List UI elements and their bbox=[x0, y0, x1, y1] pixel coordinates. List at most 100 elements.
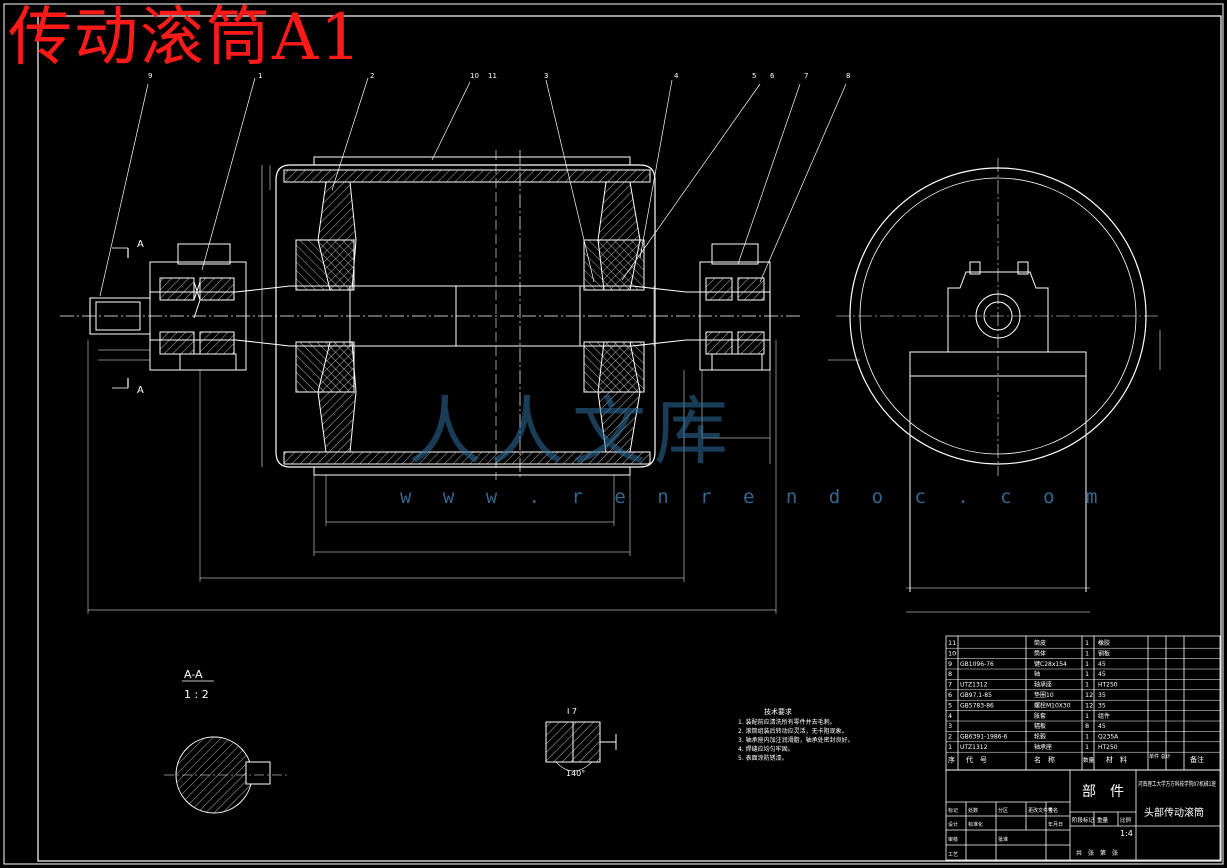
part-name: 筒体 bbox=[1034, 649, 1046, 657]
part-material: 组件 bbox=[1098, 712, 1110, 720]
part-code: UTZ1312 bbox=[960, 744, 988, 751]
tech-req-line: 4. 焊缝应均匀牢固。 bbox=[738, 745, 794, 753]
header-mat: 材 料 bbox=[1106, 755, 1127, 764]
header-name: 名 称 bbox=[1034, 755, 1055, 764]
header-code: 代 号 bbox=[966, 755, 987, 764]
header-qty: 数量 bbox=[1083, 756, 1095, 764]
signature-label: 设计 bbox=[948, 821, 958, 828]
part-name: 胀套 bbox=[1034, 712, 1046, 720]
title-block-school: 河南理工大学万方科技学院07机械1班 bbox=[1138, 780, 1216, 788]
part-material: HT250 bbox=[1098, 744, 1118, 751]
part-name: 垫圈10 bbox=[1034, 691, 1054, 699]
header-weight: 单件 总计 bbox=[1149, 753, 1171, 760]
leader-number: 9 bbox=[148, 72, 152, 80]
part-qty: 1 bbox=[1085, 712, 1089, 720]
detail-i-name: I 7 bbox=[567, 707, 577, 716]
tech-req-title: 技术要求 bbox=[764, 707, 792, 716]
part-code: GB1096-76 bbox=[960, 661, 994, 668]
section-a-a-name: A-A bbox=[184, 668, 203, 681]
part-code: GB6391-1986-6 bbox=[960, 734, 1008, 741]
leader-number: 4 bbox=[674, 72, 679, 80]
tech-req-line: 2. 滚筒组装后转动应灵活，无卡阻现象。 bbox=[738, 727, 848, 735]
title-block-weight-label: 重量 bbox=[1097, 816, 1109, 824]
part-qty: 8 bbox=[1085, 722, 1089, 730]
part-name: 螺栓M10X30 bbox=[1034, 701, 1071, 709]
watermark-url: w w w . r e n r e n d o c . c o m bbox=[400, 486, 1108, 508]
part-no: 3 bbox=[948, 722, 952, 730]
part-name: 轴承座 bbox=[1034, 743, 1052, 751]
side-view bbox=[828, 158, 1161, 613]
signature-label: 工艺 bbox=[948, 852, 958, 858]
signature-label: 标准化 bbox=[968, 821, 983, 828]
title-block-drawing: 头部传动滚筒 bbox=[1144, 806, 1204, 819]
signature-label: 批准 bbox=[998, 836, 1008, 843]
inner-border bbox=[37, 15, 1222, 862]
drawing-title: 传动滚筒A1 bbox=[8, 1, 363, 75]
title-block-sheet: 共 张 第 张 bbox=[1076, 849, 1118, 857]
parts-table bbox=[945, 635, 1221, 861]
part-no: 4 bbox=[948, 712, 952, 720]
part-material: 钢板 bbox=[1098, 649, 1110, 657]
leader-number: 11 bbox=[488, 72, 497, 80]
leader-number: 5 bbox=[752, 72, 756, 80]
tech-req-lines: 1. 装配前应清洗所有零件并去毛刺。2. 滚筒组装后转动应灵活，无卡阻现象。3.… bbox=[738, 718, 854, 762]
part-qty: 1 bbox=[1085, 649, 1089, 657]
leader-number: 1 bbox=[258, 72, 262, 80]
signature-label: 处数 bbox=[968, 807, 978, 814]
title-block-part: 部 件 bbox=[1082, 784, 1124, 800]
leader-number: 6 bbox=[770, 72, 775, 80]
tech-req-line: 1. 装配前应清洗所有零件并去毛刺。 bbox=[738, 718, 836, 726]
section-mark-top: A bbox=[137, 239, 144, 250]
part-qty: 1 bbox=[1085, 660, 1089, 668]
section-a-a-scale: 1 : 2 bbox=[184, 688, 209, 701]
part-no: 9 bbox=[948, 660, 952, 668]
part-no: 10 bbox=[948, 649, 956, 657]
leader-number: 2 bbox=[370, 72, 374, 80]
part-name: 轴 bbox=[1034, 670, 1040, 678]
title-block-scale-label: 比例 bbox=[1120, 816, 1132, 824]
part-no: 8 bbox=[948, 670, 952, 678]
title-block-signature-labels: 标记处数分区更改文件号签名年月日设计标准化审核工艺批准 bbox=[948, 807, 1063, 858]
part-code: UTZ1312 bbox=[960, 682, 988, 689]
part-no: 7 bbox=[948, 681, 952, 689]
leader-number: 7 bbox=[804, 72, 808, 80]
part-qty: 1 bbox=[1085, 639, 1089, 647]
detail-i-angle: 140° bbox=[566, 769, 585, 778]
part-qty: 1 bbox=[1085, 733, 1089, 741]
signature-label: 签名 bbox=[1048, 807, 1058, 814]
main-section-view bbox=[60, 77, 847, 614]
title-block-scale: 1:4 bbox=[1120, 829, 1133, 838]
tech-req-line: 3. 轴承座内加注润滑脂，轴承处密封良好。 bbox=[738, 736, 854, 744]
section-a-a bbox=[164, 680, 290, 814]
part-material: HT250 bbox=[1098, 682, 1118, 689]
part-code: GB97.1-85 bbox=[960, 692, 992, 699]
signature-label: 更改文件号 bbox=[1028, 807, 1053, 814]
table-header-row: 序 代 号 名 称 数量 材 料 单件 总计 备注 bbox=[948, 753, 1204, 764]
leader-number: 8 bbox=[846, 72, 850, 80]
part-material: 45 bbox=[1098, 661, 1106, 668]
part-qty: 1 bbox=[1085, 681, 1089, 689]
watermark-logo-text: 人人文库 bbox=[408, 389, 736, 475]
part-no: 5 bbox=[948, 701, 952, 709]
part-material: 35 bbox=[1098, 692, 1106, 699]
outer-border bbox=[3, 3, 1224, 865]
tech-req-line: 5. 表面涂防锈漆。 bbox=[738, 754, 788, 762]
part-name: 轴承座 bbox=[1034, 681, 1052, 689]
part-material: 35 bbox=[1098, 702, 1106, 709]
part-qty: 12 bbox=[1085, 691, 1093, 699]
signature-label: 标记 bbox=[948, 807, 958, 814]
signature-label: 分区 bbox=[998, 807, 1008, 814]
part-material: 45 bbox=[1098, 723, 1106, 730]
leader-number: 10 bbox=[470, 72, 479, 80]
part-name: 键C28x154 bbox=[1034, 660, 1067, 668]
part-no: 1 bbox=[948, 743, 952, 751]
part-material: 45 bbox=[1098, 671, 1106, 678]
part-material: Q235A bbox=[1098, 734, 1119, 741]
section-mark-bottom: A bbox=[137, 385, 144, 396]
part-qty: 1 bbox=[1085, 743, 1089, 751]
part-no: 2 bbox=[948, 733, 952, 741]
signature-label: 年月日 bbox=[1048, 821, 1063, 828]
header-note: 备注 bbox=[1190, 755, 1204, 764]
